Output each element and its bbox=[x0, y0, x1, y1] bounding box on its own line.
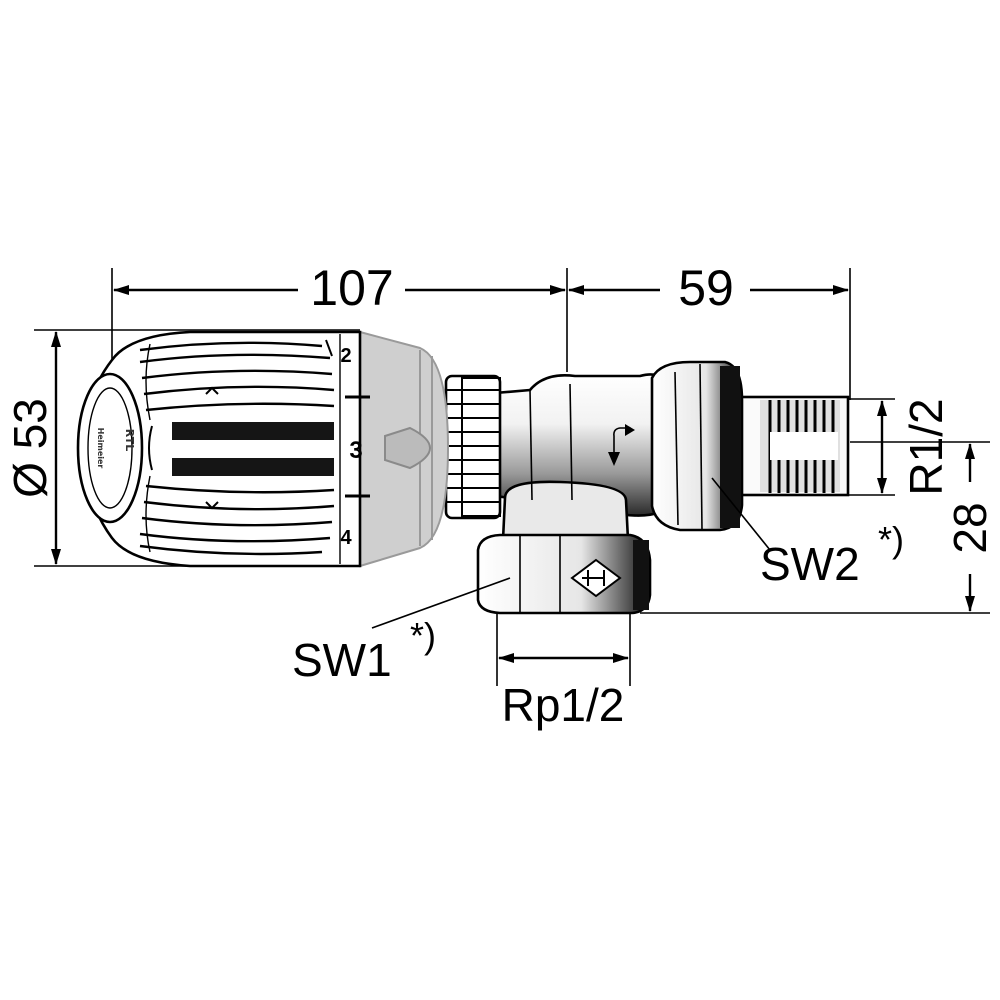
dimension-59-label: 59 bbox=[678, 260, 734, 316]
head-end-cap bbox=[76, 372, 144, 524]
scale-mark-3: 3 bbox=[349, 437, 362, 464]
dimension-rp12: Rp1/2 bbox=[498, 653, 629, 731]
dimension-107: 107 bbox=[113, 260, 566, 316]
head-logo-brand: Heimeier bbox=[96, 428, 105, 469]
sw1-inlet-nut bbox=[476, 533, 652, 615]
outlet-thread bbox=[734, 395, 850, 497]
dimension-diameter-label: Ø 53 bbox=[4, 398, 56, 498]
scale-mark-2: 2 bbox=[340, 345, 351, 367]
setting-pointer bbox=[384, 426, 432, 470]
callout-sw1: SW1 *) bbox=[292, 577, 511, 686]
dimension-r12-label: R1/2 bbox=[900, 398, 952, 495]
head-coupling-nut bbox=[444, 374, 502, 520]
head-ribs bbox=[139, 341, 335, 556]
dimension-rp12-label: Rp1/2 bbox=[502, 679, 625, 731]
callout-sw2-note: *) bbox=[878, 519, 904, 560]
dimension-r12: R1/2 bbox=[877, 398, 952, 496]
callout-sw2: SW2 *) bbox=[711, 477, 904, 590]
head-collar-ring bbox=[359, 330, 450, 568]
scale-band: 2 3 4 bbox=[325, 334, 370, 564]
head-logo-rtl: RTL bbox=[123, 429, 136, 452]
callout-sw1-note: *) bbox=[410, 615, 436, 656]
callout-sw2-label: SW2 bbox=[760, 538, 860, 590]
thermostat-head: 2 3 4 RTL Heimeier bbox=[76, 330, 370, 568]
scale-mark-4: 4 bbox=[340, 527, 352, 549]
dimension-107-label: 107 bbox=[310, 260, 393, 316]
dimension-28-label: 28 bbox=[944, 502, 996, 553]
callout-sw1-label: SW1 bbox=[292, 634, 392, 686]
valve-body bbox=[493, 373, 662, 542]
sw2-union-nut bbox=[650, 360, 744, 532]
dimension-28: 28 bbox=[944, 443, 996, 612]
dimension-diameter-53: Ø 53 bbox=[4, 331, 61, 565]
dimension-59: 59 bbox=[568, 260, 849, 316]
